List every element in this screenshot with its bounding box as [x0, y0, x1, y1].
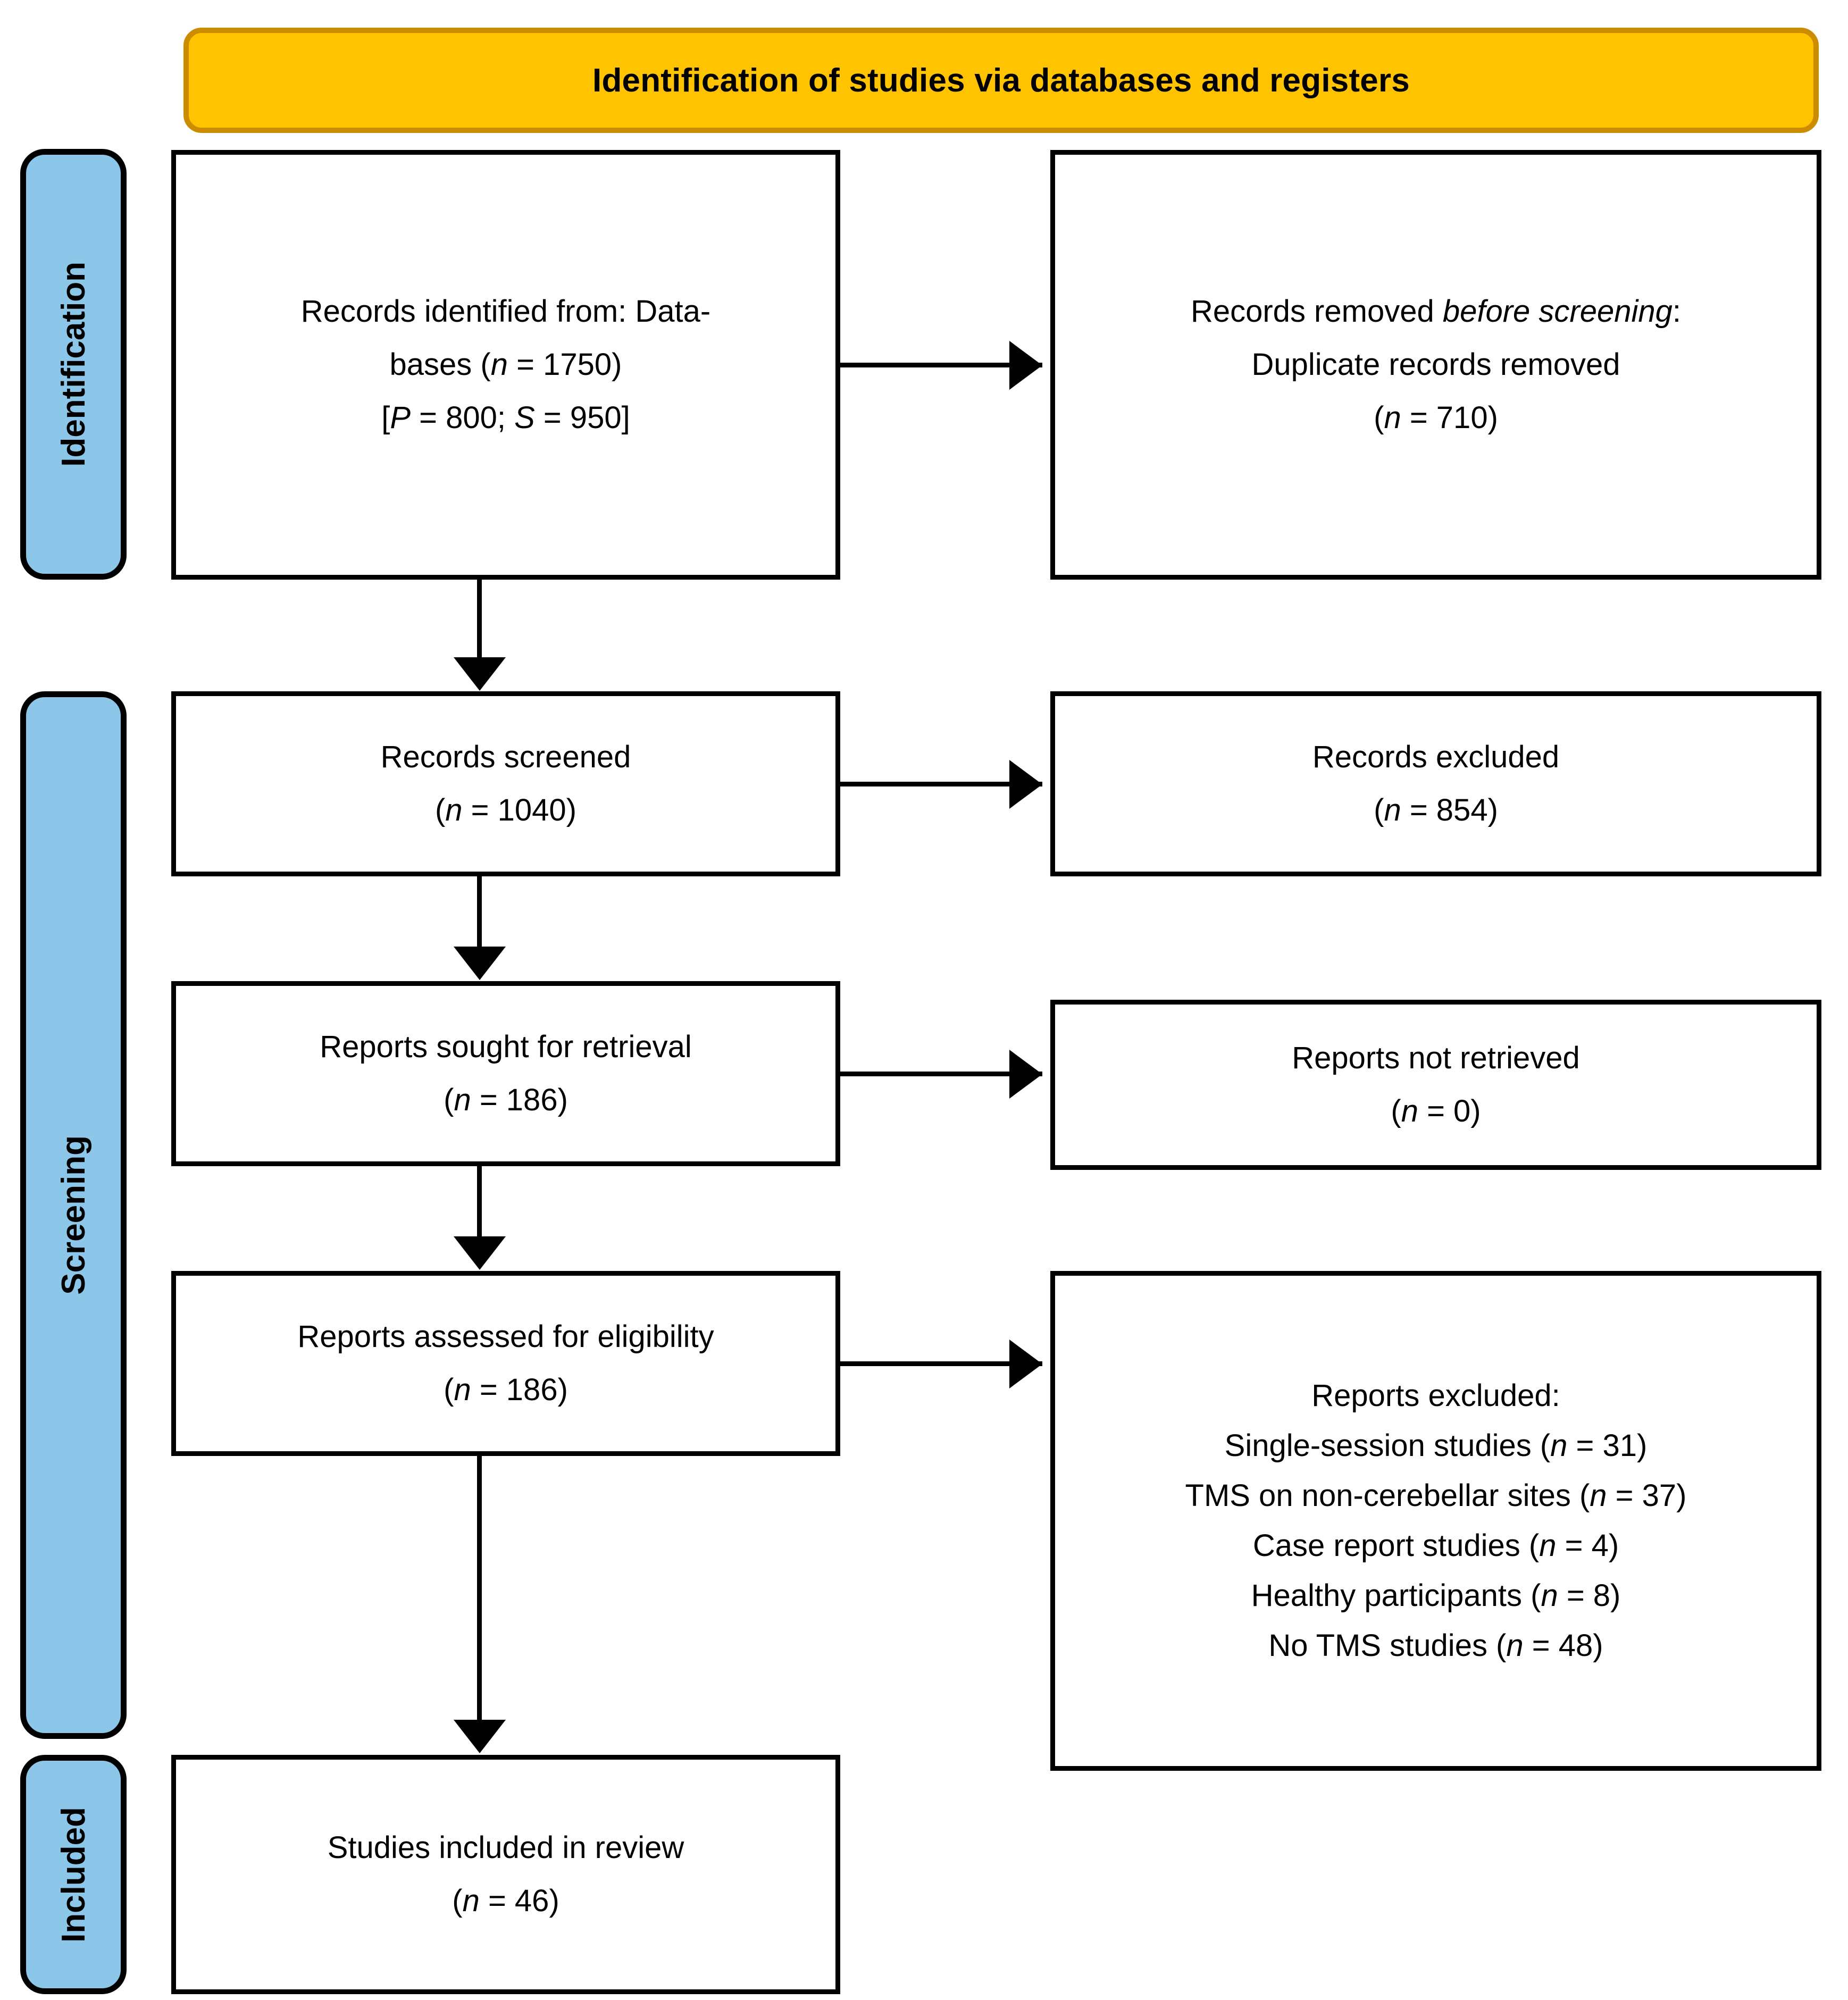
phase-rail-identification-label: Identification [55, 262, 92, 467]
records-removed-line2: Duplicate records removed [1251, 347, 1620, 382]
reports-not-retrieved-count: (n = 0) [1391, 1094, 1481, 1128]
phase-rail-included-label: Included [55, 1806, 92, 1943]
reports-not-retrieved-line1: Reports not retrieved [1292, 1041, 1580, 1076]
reports-excluded-reason-5: No TMS studies (n = 48) [1268, 1628, 1603, 1663]
diagram-header-banner: Identification of studies via databases … [183, 28, 1819, 133]
box-records-removed: Records removed before screening: Duplic… [1050, 150, 1821, 580]
arrow-sought-to-assessed-head [454, 1236, 506, 1270]
reports-excluded-reason-1: Single-session studies (n = 31) [1224, 1428, 1648, 1463]
records-removed-line3: (n = 710) [1374, 400, 1498, 435]
box-records-excluded: Records excluded (n = 854) [1050, 691, 1821, 876]
arrow-screened-to-excluded-head [1009, 760, 1042, 809]
arrow-sought-to-not-retrieved-line [840, 1072, 1042, 1076]
phase-rail-included: Included [20, 1755, 127, 1994]
arrow-identified-to-removed-line [840, 363, 1042, 367]
arrow-identified-to-screened-line [477, 580, 482, 658]
arrow-screened-to-sought-head [454, 947, 506, 980]
arrow-assessed-to-included-head [454, 1720, 506, 1753]
phase-rail-screening-label: Screening [55, 1135, 92, 1295]
records-removed-line1: Records removed before screening: [1190, 294, 1682, 329]
arrow-sought-to-assessed-line [477, 1166, 482, 1237]
records-excluded-count: (n = 854) [1374, 793, 1498, 827]
studies-included-line1: Studies included in review [327, 1830, 684, 1865]
box-reports-excluded: Reports excluded: Single-session studies… [1050, 1271, 1821, 1771]
box-records-screened: Records screened (n = 1040) [171, 691, 840, 876]
box-reports-sought: Reports sought for retrieval (n = 186) [171, 981, 840, 1166]
arrow-identified-to-screened-head [454, 657, 506, 691]
reports-excluded-reason-4: Healthy participants (n = 8) [1251, 1578, 1621, 1613]
studies-included-count: (n = 46) [452, 1884, 559, 1918]
box-studies-included: Studies included in review (n = 46) [171, 1755, 840, 1994]
records-screened-count: (n = 1040) [434, 793, 577, 827]
arrow-sought-to-not-retrieved-head [1009, 1050, 1042, 1099]
phase-rail-screening: Screening [20, 691, 127, 1739]
records-screened-line1: Records screened [380, 740, 631, 775]
reports-sought-line1: Reports sought for retrieval [320, 1030, 692, 1065]
box-records-identified: Records identified from: Data- bases (n … [171, 150, 840, 580]
records-identified-line1: Records identified from: Data- [300, 294, 711, 329]
reports-assessed-line1: Reports assessed for eligibility [297, 1319, 714, 1354]
records-identified-line3: [P = 800; S = 950] [381, 400, 630, 435]
reports-excluded-reason-3: Case report studies (n = 4) [1252, 1528, 1619, 1563]
box-reports-not-retrieved: Reports not retrieved (n = 0) [1050, 1000, 1821, 1170]
reports-assessed-count: (n = 186) [444, 1373, 568, 1407]
reports-excluded-reason-2: TMS on non-cerebellar sites (n = 37) [1185, 1478, 1687, 1513]
arrow-screened-to-excluded-line [840, 782, 1042, 786]
arrow-assessed-to-included-line [477, 1456, 482, 1721]
arrow-screened-to-sought-line [477, 876, 482, 948]
arrow-assessed-to-reports-excluded-line [840, 1361, 1042, 1366]
arrow-assessed-to-reports-excluded-head [1009, 1340, 1042, 1388]
reports-excluded-heading: Reports excluded: [1311, 1378, 1560, 1413]
records-excluded-line1: Records excluded [1312, 740, 1560, 775]
phase-rail-identification: Identification [20, 149, 127, 580]
reports-sought-count: (n = 186) [444, 1083, 568, 1117]
diagram-title: Identification of studies via databases … [592, 62, 1410, 99]
records-identified-line2: bases (n = 1750) [389, 347, 622, 382]
arrow-identified-to-removed-head [1009, 341, 1042, 390]
box-reports-assessed: Reports assessed for eligibility (n = 18… [171, 1271, 840, 1456]
